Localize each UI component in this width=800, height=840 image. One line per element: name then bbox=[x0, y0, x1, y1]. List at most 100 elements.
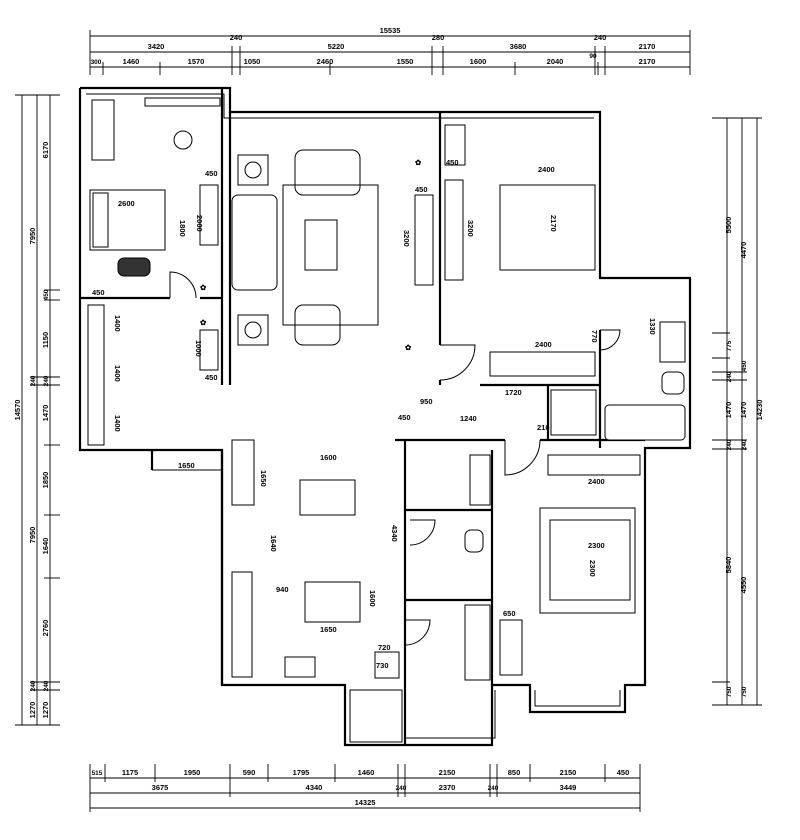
door-swing[interactable] bbox=[404, 619, 431, 646]
fridge bbox=[374, 651, 400, 679]
dim-label: 850 bbox=[508, 768, 521, 777]
cabinet bbox=[199, 329, 219, 371]
bookshelf bbox=[87, 304, 105, 446]
dim-label: 450 bbox=[415, 185, 428, 194]
dim-label: 1800 bbox=[178, 220, 187, 237]
dim-label: 1650 bbox=[259, 470, 268, 487]
dim-label: 1470 bbox=[41, 405, 50, 422]
wardrobe bbox=[91, 99, 115, 161]
dim-label: 450 bbox=[398, 413, 411, 422]
door-swing[interactable] bbox=[169, 271, 197, 299]
dim-bottom-total: 14325 bbox=[355, 798, 376, 807]
dim-label: 7950 bbox=[28, 228, 37, 245]
dim-label: 1270 bbox=[28, 702, 37, 719]
bathtub bbox=[604, 404, 686, 441]
dim-label: 1950 bbox=[184, 768, 201, 777]
dim-label: 90 bbox=[589, 53, 597, 60]
wardrobe bbox=[547, 454, 641, 476]
dim-label: 1150 bbox=[41, 332, 50, 348]
bed bbox=[499, 184, 596, 271]
doors[interactable] bbox=[169, 271, 621, 646]
dim-label: 940 bbox=[276, 585, 289, 594]
door-swing[interactable] bbox=[439, 344, 476, 381]
side-table bbox=[237, 314, 269, 346]
dim-label: 2150 bbox=[439, 768, 456, 777]
dim-label: 5840 bbox=[724, 557, 733, 574]
right-dimensions: 5500 775 240 1470 240 5840 750 4470 450 … bbox=[712, 117, 764, 706]
dim-label: 1270 bbox=[41, 702, 50, 719]
dim-label: 720 bbox=[378, 643, 391, 652]
dim-label: 3420 bbox=[148, 42, 165, 51]
bed bbox=[89, 189, 166, 251]
interior-dimensions: 2600 1800 2000 450 450 1400 1400 1400 10… bbox=[92, 158, 657, 670]
dim-label: 2400 bbox=[588, 477, 605, 486]
door-swing[interactable] bbox=[599, 329, 621, 351]
dim-label: 1650 bbox=[320, 625, 337, 634]
plant-icon: ✿ bbox=[405, 343, 412, 352]
dim-label: 730 bbox=[376, 661, 389, 670]
dim-label: 1570 bbox=[188, 57, 205, 66]
dim-label: 3680 bbox=[510, 42, 527, 51]
dim-left-total: 14570 bbox=[13, 400, 22, 421]
dim-label: 2300 bbox=[588, 541, 605, 550]
dim-top-total: 15535 bbox=[380, 26, 401, 35]
dim-label: 1400 bbox=[113, 415, 122, 432]
dim-label: 3449 bbox=[560, 783, 577, 792]
dim-label: 1400 bbox=[113, 315, 122, 332]
sink bbox=[659, 321, 686, 363]
door-swing[interactable] bbox=[409, 519, 436, 546]
plant-icon: ✿ bbox=[200, 283, 207, 292]
dim-label: 590 bbox=[243, 768, 256, 777]
dining-table bbox=[299, 479, 356, 516]
dim-label: 1240 bbox=[460, 414, 477, 423]
dim-label: 2760 bbox=[41, 620, 50, 637]
dim-label: 5220 bbox=[328, 42, 345, 51]
dim-label: 4340 bbox=[306, 783, 323, 792]
dim-label: 2000 bbox=[195, 215, 204, 232]
dim-label: 1550 bbox=[397, 57, 414, 66]
dim-label: 3675 bbox=[152, 783, 169, 792]
dim-label: 1720 bbox=[505, 388, 522, 397]
bed bbox=[549, 519, 631, 601]
dim-label: 240 bbox=[726, 439, 733, 450]
dim-label: 240 bbox=[726, 371, 733, 382]
balcony-storage bbox=[349, 689, 403, 743]
desk bbox=[499, 619, 523, 676]
ottoman bbox=[117, 257, 151, 277]
kitchen-sink bbox=[284, 656, 316, 678]
left-dimensions: 14570 7950 240 7950 240 1270 6170 450 11… bbox=[13, 94, 60, 726]
dim-label: 210 bbox=[537, 423, 550, 432]
tv-stand bbox=[414, 194, 434, 286]
storage bbox=[550, 389, 597, 436]
dim-label: 3200 bbox=[466, 220, 475, 237]
dim-label: 2300 bbox=[588, 560, 597, 577]
top-dimensions: 15535 3420 240 5220 280 3680 240 2170 30… bbox=[89, 26, 691, 75]
cabinet bbox=[444, 124, 466, 166]
dim-label: 450 bbox=[205, 169, 218, 178]
dim-label: 4550 bbox=[739, 577, 748, 594]
dim-label: 770 bbox=[590, 330, 599, 343]
dim-label: 2170 bbox=[549, 215, 558, 232]
dim-label: 1600 bbox=[368, 590, 377, 607]
dim-label: 240 bbox=[43, 375, 50, 386]
plant-icon: ✿ bbox=[415, 158, 422, 167]
dim-label: 6170 bbox=[41, 142, 50, 159]
vanity bbox=[469, 454, 491, 506]
dim-label: 1050 bbox=[244, 57, 261, 66]
door-swing[interactable] bbox=[504, 439, 541, 476]
dim-label: 1175 bbox=[122, 768, 138, 777]
dim-label: 1460 bbox=[123, 57, 140, 66]
dim-label: 240 bbox=[43, 680, 50, 691]
dim-label: 1600 bbox=[470, 57, 487, 66]
plant-icon: ✿ bbox=[200, 318, 207, 327]
dim-label: 2400 bbox=[535, 340, 552, 349]
furniture: ✿ ✿ ✿ ✿ bbox=[87, 97, 686, 681]
dim-label: 240 bbox=[230, 33, 243, 42]
walls bbox=[78, 86, 692, 747]
dim-label: 1330 bbox=[648, 318, 657, 335]
dim-label: 7950 bbox=[28, 527, 37, 544]
washer bbox=[464, 604, 491, 681]
dim-label: 1850 bbox=[41, 472, 50, 489]
table bbox=[304, 581, 361, 623]
